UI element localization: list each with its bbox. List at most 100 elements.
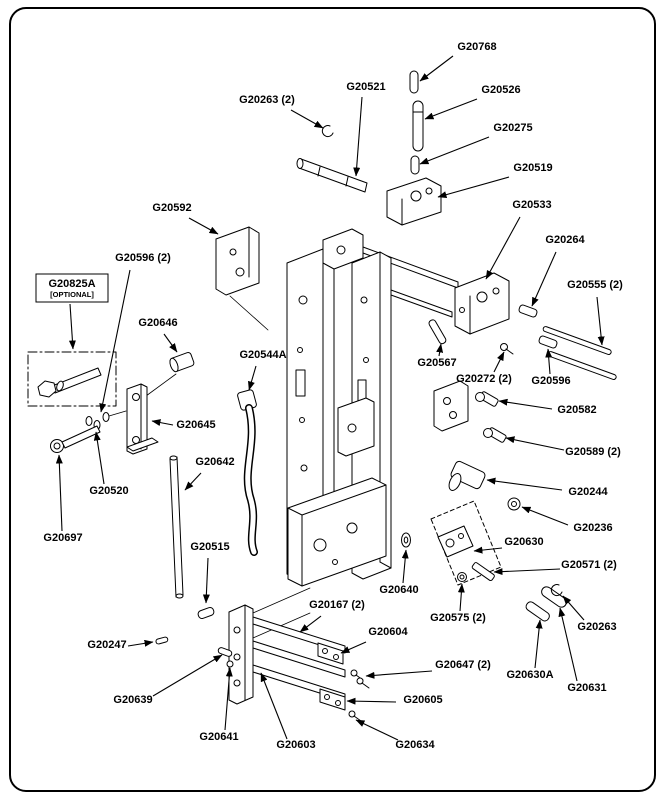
leader-arrow-g20596 xyxy=(99,269,131,413)
part-label-g20604: G20604 xyxy=(368,626,408,638)
part-label-g20647: G20647 (2) xyxy=(435,659,491,671)
leader-arrow-g20603 xyxy=(260,672,288,740)
part-label-g20272: G20272 (2) xyxy=(456,373,512,385)
part-label-g20634: G20634 xyxy=(395,739,435,751)
cover-plate-drawing xyxy=(433,380,507,443)
part-label-g20640: G20640 xyxy=(379,584,418,596)
part-label-g20544a: G20544A xyxy=(239,349,286,361)
part-label-g20630a: G20630A xyxy=(506,669,553,681)
leader-arrow-g20520 xyxy=(93,431,105,485)
part-label-g20603: G20603 xyxy=(276,739,315,751)
optional-part-sublabel: [OPTIONAL] xyxy=(50,290,94,299)
part-label-g20567: G20567 xyxy=(417,357,456,369)
leader-arrow-g20634 xyxy=(355,719,399,741)
part-label-g20630: G20630 xyxy=(504,536,543,548)
leader-arrow-g20533 xyxy=(485,216,521,280)
part-label-g20582: G20582 xyxy=(557,404,596,416)
mid-right-parts-drawing xyxy=(401,460,521,548)
leader-arrow-g20639 xyxy=(152,654,223,697)
leader-arrow-g20642 xyxy=(184,472,202,491)
leader-arrow-g20645 xyxy=(151,419,174,427)
part-label-g20646: G20646 xyxy=(138,317,177,329)
part-label-g20263: G20263 (2) xyxy=(239,94,295,106)
leader-arrow-g20244 xyxy=(486,477,563,491)
leader-arrow-g20768 xyxy=(419,55,454,82)
leader-arrow-g20555 xyxy=(596,296,605,346)
part-label-g20639: G20639 xyxy=(113,694,152,706)
leader-arrow-g20521 xyxy=(353,96,363,177)
leader-arrow-g20589 xyxy=(505,436,565,451)
part-label-g20264: G20264 xyxy=(545,234,585,246)
optional-part-label: G20825A xyxy=(48,278,95,290)
optional-callout: G20825A [OPTIONAL] xyxy=(35,273,109,350)
leader-arrow-g20640 xyxy=(401,549,409,584)
part-label-g20697: G20697 xyxy=(43,532,82,544)
part-label-g20244: G20244 xyxy=(568,486,608,498)
part-label-g20275: G20275 xyxy=(493,122,532,134)
leader-arrow-g20544a xyxy=(248,365,257,391)
part-label-g20592: G20592 xyxy=(152,202,191,214)
part-label-g20575: G20575 (2) xyxy=(430,612,486,624)
lower-right-assembly-drawing xyxy=(430,500,567,622)
part-label-g20521: G20521 xyxy=(346,81,385,93)
leader-arrow-g20272 xyxy=(493,351,505,373)
top-pins-drawing xyxy=(386,70,442,226)
leader-arrow-g20515 xyxy=(202,557,210,604)
leader-arrow-g20575 xyxy=(457,583,465,612)
part-label-g20768: G20768 xyxy=(457,41,496,53)
leader-arrow-g20567 xyxy=(436,343,444,357)
exploded-drawing xyxy=(27,70,617,722)
leader-arrow-g20263 xyxy=(562,595,585,621)
part-label-g20596: G20596 xyxy=(531,375,570,387)
part-label-g20555: G20555 (2) xyxy=(567,279,623,291)
leader-arrow-g20526 xyxy=(424,98,478,120)
part-label-g20642: G20642 xyxy=(195,456,234,468)
part-label-g20571: G20571 (2) xyxy=(561,559,617,571)
leader-arrow-g20631 xyxy=(558,607,578,682)
right-block-drawing xyxy=(428,272,617,380)
leader-arrow-g20275 xyxy=(419,136,490,165)
part-label-g20641: G20641 xyxy=(199,731,238,743)
part-label-g20519: G20519 xyxy=(513,162,552,174)
part-label-g20596: G20596 (2) xyxy=(115,252,171,264)
figure-border xyxy=(9,7,656,792)
leader-arrow-g20630a xyxy=(534,619,543,669)
leader-arrow-g20236 xyxy=(521,506,569,526)
leader-arrow-g20596 xyxy=(545,348,553,375)
part-label-g20645: G20645 xyxy=(176,419,215,431)
left-parts-drawing xyxy=(27,226,269,599)
part-label-g20515: G20515 xyxy=(190,541,229,553)
top-rod-drawing xyxy=(296,125,368,193)
part-label-g20520: G20520 xyxy=(89,485,128,497)
leader-arrow-g20825a xyxy=(68,303,76,350)
part-label-g20263: G20263 xyxy=(577,621,616,633)
bottom-bracket-drawing xyxy=(155,587,370,722)
leader-arrow-g20571 xyxy=(493,568,561,576)
part-label-g20605: G20605 xyxy=(403,694,442,706)
leader-arrow-g20519 xyxy=(437,176,510,199)
leader-arrow-g20582 xyxy=(498,398,553,410)
part-label-g20236: G20236 xyxy=(573,522,612,534)
optional-callout-box xyxy=(35,273,109,303)
leader-arrow-g20605 xyxy=(346,697,397,705)
leader-arrow-g20263 xyxy=(290,109,324,129)
leader-arrow-g20646 xyxy=(163,333,178,353)
leader-arrow-g20167 xyxy=(299,615,322,633)
leader-arrow-g20264 xyxy=(531,251,557,307)
leader-arrow-g20604 xyxy=(340,641,367,654)
part-label-g20631: G20631 xyxy=(567,682,606,694)
leader-arrow-g20641 xyxy=(224,667,233,731)
part-label-g20589: G20589 (2) xyxy=(565,446,621,458)
part-label-g20533: G20533 xyxy=(512,199,551,211)
part-label-g20526: G20526 xyxy=(481,84,520,96)
leader-arrow-g20247 xyxy=(127,639,154,647)
part-label-g20167: G20167 (2) xyxy=(309,599,365,611)
leader-arrow-g20592 xyxy=(188,217,219,235)
leader-arrow-g20697 xyxy=(55,454,63,532)
leader-arrow-g20630 xyxy=(473,546,503,554)
leader-arrow-g20647 xyxy=(365,670,433,679)
main-column-drawing xyxy=(286,228,392,587)
